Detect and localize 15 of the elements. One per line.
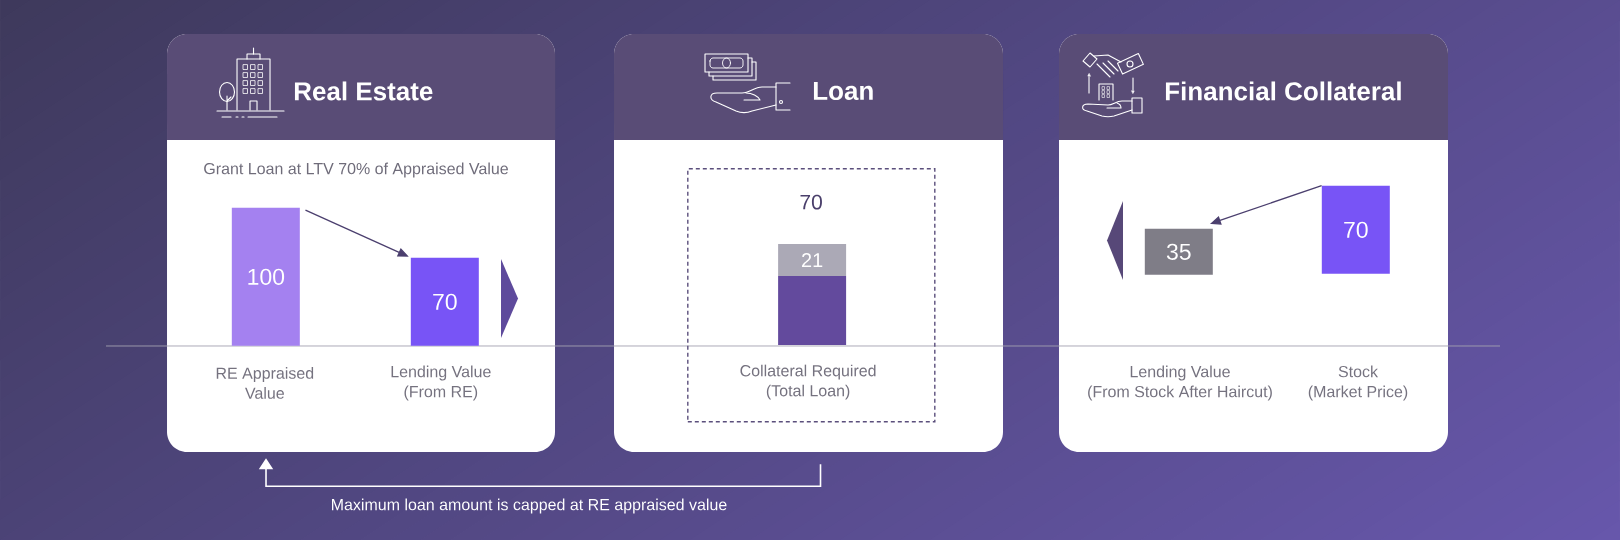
bar-caption: Lending Value (From RE) <box>391 365 491 401</box>
total-label: 70 <box>800 194 822 210</box>
edge-label: Maximum loan amount is capped at RE appraised value <box>332 498 727 514</box>
bar-caption: Collateral Required (Total Loan) <box>740 364 876 400</box>
bar-segment <box>778 276 847 346</box>
bar-caption: Stock (Market Price) <box>1308 365 1408 401</box>
card-title: Financial Collateral <box>1165 81 1401 101</box>
bar: 100 <box>231 207 300 346</box>
bar-caption: RE Appraised Value <box>216 367 314 399</box>
card-subtitle: Grant Loan at LTV 70% of Appraised Value <box>204 162 508 178</box>
bar: 70 <box>410 257 479 346</box>
card-title: Loan <box>813 81 873 101</box>
bar-segment: 21 <box>778 244 847 277</box>
card-title: Real Estate <box>294 81 433 101</box>
bar-caption: Lending Value (From Stock After Haircut) <box>1088 365 1272 401</box>
